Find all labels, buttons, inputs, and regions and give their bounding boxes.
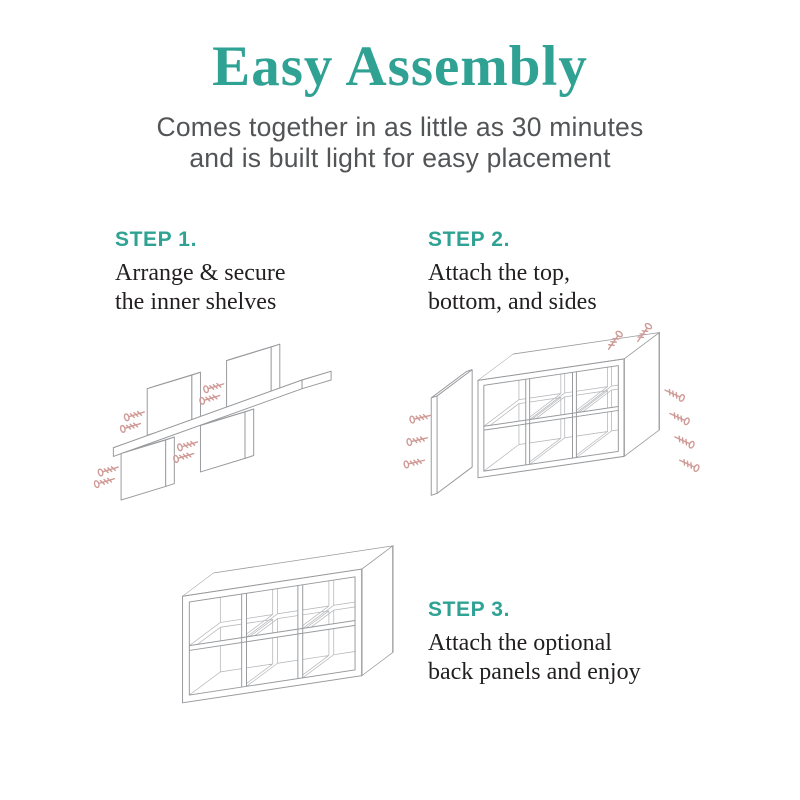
- step-3-label: STEP 3.: [428, 598, 511, 621]
- subtitle-line-2: and is built light for easy placement: [189, 143, 611, 173]
- front-frame: [477, 358, 625, 479]
- step-2-label: STEP 2.: [428, 228, 511, 251]
- subtitle-line-1: Comes together in as little as 30 minute…: [156, 112, 644, 142]
- left-side-panel: [430, 369, 473, 496]
- step-3-illustration: [181, 545, 394, 704]
- page-title: Easy Assembly: [212, 35, 588, 98]
- step-2-illustration: [402, 321, 701, 496]
- step-2-text-block: STEP 2. Attach the top,bottom, and sides: [428, 228, 597, 316]
- step-2-desc-line-1: Attach the top,: [428, 260, 570, 286]
- step-1-desc-line-2: the inner shelves: [115, 288, 277, 315]
- divider-panel: [120, 436, 175, 501]
- divider-panel: [226, 343, 281, 408]
- step-1-label: STEP 1.: [115, 228, 198, 251]
- step-1-desc-line-1: Arrange & secure: [115, 260, 286, 286]
- step-3-desc-line-1: Attach the optional: [428, 630, 612, 656]
- page-subtitle: Comes together in as little as 30 minute…: [0, 112, 800, 174]
- front-frame: [182, 568, 363, 704]
- step-2-desc-line-2: bottom, and sides: [428, 288, 597, 315]
- shelf-plank: [112, 370, 332, 457]
- divider-panel: [199, 408, 255, 473]
- step-2-description: Attach the top,bottom, and sides: [428, 259, 597, 316]
- right-side-panel: [361, 545, 394, 677]
- step-1-illustration: [94, 343, 332, 501]
- divider-panel: [146, 371, 201, 436]
- step-3-desc-line-2: back panels and enjoy: [428, 658, 641, 685]
